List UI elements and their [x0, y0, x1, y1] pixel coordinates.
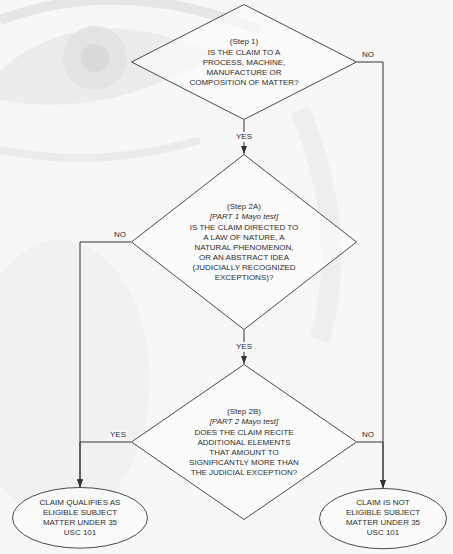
text-block: (Step 1)IS THE CLAIM TO A PROCESS, MACHI…: [188, 37, 301, 88]
shape-outline: [131, 154, 357, 330]
node-text: CLAIM IS NOT ELIGIBLE SUBJECT MATTER UND…: [343, 498, 423, 538]
step-label: (Step 1): [230, 37, 258, 47]
diamond-outline: [132, 155, 357, 330]
text-block: (Step 2B)[PART 2 Mayo test]DOES THE CLAI…: [188, 407, 301, 478]
text-block: (Step 2A)[PART 1 Mayo test]IS THE CLAIM …: [188, 202, 301, 283]
node-text: [PART 1 Mayo test]: [210, 212, 279, 222]
step-label: (Step 2B): [227, 407, 261, 417]
oval-outline: [13, 488, 148, 549]
node-text: CLAIM QUALIFIES AS ELIGIBLE SUBJECT MATT…: [37, 498, 123, 538]
cheek-shade: [0, 240, 150, 520]
branch-label: NO: [361, 50, 375, 60]
decision-diamond: (Step 2A)[PART 1 Mayo test]IS THE CLAIM …: [131, 154, 357, 330]
flow-arrow: [80, 442, 131, 487]
flow-arrow: [80, 242, 131, 487]
node-text: IS THE CLAIM DIRECTED TO A LAW OF NATURE…: [188, 223, 301, 283]
node-text: DOES THE CLAIM RECITE ADDITIONAL ELEMENT…: [188, 428, 301, 478]
branch-label: YES: [235, 342, 253, 352]
flow-arrow: [357, 442, 383, 488]
text-block: CLAIM IS NOT ELIGIBLE SUBJECT MATTER UND…: [343, 498, 423, 538]
eye-iris: [63, 26, 127, 90]
terminal-oval: CLAIM QUALIFIES AS ELIGIBLE SUBJECT MATT…: [12, 487, 148, 549]
branch-label: YES: [109, 430, 127, 440]
diamond-outline: [132, 5, 357, 120]
node-text: IS THE CLAIM TO A PROCESS, MACHINE, MANU…: [188, 48, 301, 88]
diamond-outline: [132, 365, 357, 520]
eye-pupil: [81, 44, 109, 72]
decision-diamond: (Step 2B)[PART 2 Mayo test]DOES THE CLAI…: [131, 364, 357, 520]
step-label: (Step 2A): [227, 202, 261, 212]
node-text: [PART 2 Mayo test]: [210, 417, 279, 427]
lid-shade: [0, 140, 200, 158]
branch-label: YES: [235, 132, 253, 142]
decision-diamond: (Step 1)IS THE CLAIM TO A PROCESS, MACHI…: [131, 4, 357, 120]
branch-label: NO: [113, 230, 127, 240]
branch-label: NO: [361, 430, 375, 440]
flow-arrow: [357, 62, 383, 488]
terminal-oval: CLAIM IS NOT ELIGIBLE SUBJECT MATTER UND…: [319, 488, 447, 549]
text-block: CLAIM QUALIFIES AS ELIGIBLE SUBJECT MATT…: [37, 498, 123, 538]
oval-outline: [320, 488, 447, 548]
